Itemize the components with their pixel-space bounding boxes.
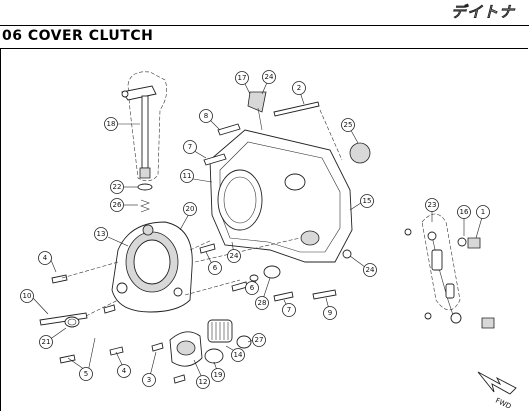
svg-text:11: 11 — [183, 172, 192, 180]
bolts — [39, 101, 337, 384]
svg-text:4: 4 — [122, 367, 127, 375]
svg-text:FWD: FWD — [494, 397, 512, 411]
svg-text:22: 22 — [113, 183, 122, 191]
header-rule — [0, 25, 529, 26]
svg-text:17: 17 — [238, 74, 247, 82]
callout-20: 20 — [183, 202, 197, 216]
svg-text:8: 8 — [204, 112, 208, 120]
svg-text:20: 20 — [186, 205, 195, 213]
callout-6b: 6 — [245, 281, 259, 295]
svg-text:24: 24 — [230, 252, 239, 260]
callout-28: 28 — [255, 296, 269, 310]
callout-11: 11 — [180, 169, 194, 183]
svg-text:12: 12 — [199, 378, 208, 386]
callout-4b: 4 — [117, 364, 131, 378]
callout-7b: 7 — [282, 303, 296, 317]
svg-text:24: 24 — [366, 266, 375, 274]
svg-text:6: 6 — [250, 284, 255, 292]
callout-15: 15 — [360, 194, 374, 208]
svg-text:28: 28 — [258, 299, 267, 307]
svg-text:6: 6 — [213, 264, 218, 272]
callout-27: 27 — [252, 333, 266, 347]
callout-4a: 4 — [38, 251, 52, 265]
callout-24b: 24 — [363, 263, 377, 277]
outer-clutch-cover — [111, 221, 193, 313]
svg-text:10: 10 — [23, 292, 32, 300]
svg-text:5: 5 — [84, 370, 88, 378]
callout-9: 9 — [323, 306, 337, 320]
svg-text:13: 13 — [97, 230, 106, 238]
callout-19: 19 — [211, 368, 225, 382]
svg-text:7: 7 — [188, 143, 192, 151]
svg-text:25: 25 — [344, 121, 353, 129]
svg-text:27: 27 — [255, 336, 264, 344]
svg-text:18: 18 — [107, 120, 116, 128]
svg-text:2: 2 — [297, 84, 301, 92]
callout-26: 26 — [110, 198, 124, 212]
svg-text:21: 21 — [42, 338, 51, 346]
callout-10: 10 — [20, 289, 34, 303]
svg-text:1: 1 — [481, 208, 485, 216]
diagram-frame — [0, 48, 528, 411]
callout-18: 18 — [104, 117, 118, 131]
clutch-lever-assembly — [121, 71, 167, 213]
page-title: 06 COVER CLUTCH — [2, 28, 154, 44]
svg-text:26: 26 — [113, 201, 122, 209]
oil-line-assembly — [404, 213, 495, 329]
svg-text:3: 3 — [147, 376, 151, 384]
svg-text:15: 15 — [363, 197, 372, 205]
callout-14: 14 — [231, 348, 245, 362]
callout-3: 3 — [142, 373, 156, 387]
callout-17: 17 — [235, 71, 249, 85]
svg-text:24: 24 — [265, 73, 274, 81]
svg-text:4: 4 — [43, 254, 48, 262]
small-parts — [64, 142, 371, 367]
callout-13: 13 — [94, 227, 108, 241]
callout-22: 22 — [110, 180, 124, 194]
callout-24c: 24 — [227, 249, 241, 263]
callout-8: 8 — [199, 109, 213, 123]
callout-23: 23 — [425, 198, 439, 212]
fwd-arrow: FWD — [477, 371, 517, 411]
svg-text:14: 14 — [234, 351, 243, 359]
svg-text:9: 9 — [328, 309, 332, 317]
svg-text:19: 19 — [214, 371, 223, 379]
callout-21: 21 — [39, 335, 53, 349]
callout-12: 12 — [196, 375, 210, 389]
callout-5: 5 — [79, 367, 93, 381]
brand-logo: デイトナ — [450, 3, 515, 22]
callout-6a: 6 — [208, 261, 222, 275]
crankcase-cover — [209, 91, 353, 263]
callout-25: 25 — [341, 118, 355, 132]
callout-2: 2 — [292, 81, 306, 95]
callout-1: 1 — [476, 205, 490, 219]
callout-24a: 24 — [262, 70, 276, 84]
callout-7a: 7 — [183, 140, 197, 154]
svg-text:7: 7 — [287, 306, 291, 314]
assembly-lines — [61, 109, 343, 317]
svg-text:23: 23 — [428, 201, 437, 209]
callout-16: 16 — [457, 205, 471, 219]
svg-text:16: 16 — [460, 208, 469, 216]
